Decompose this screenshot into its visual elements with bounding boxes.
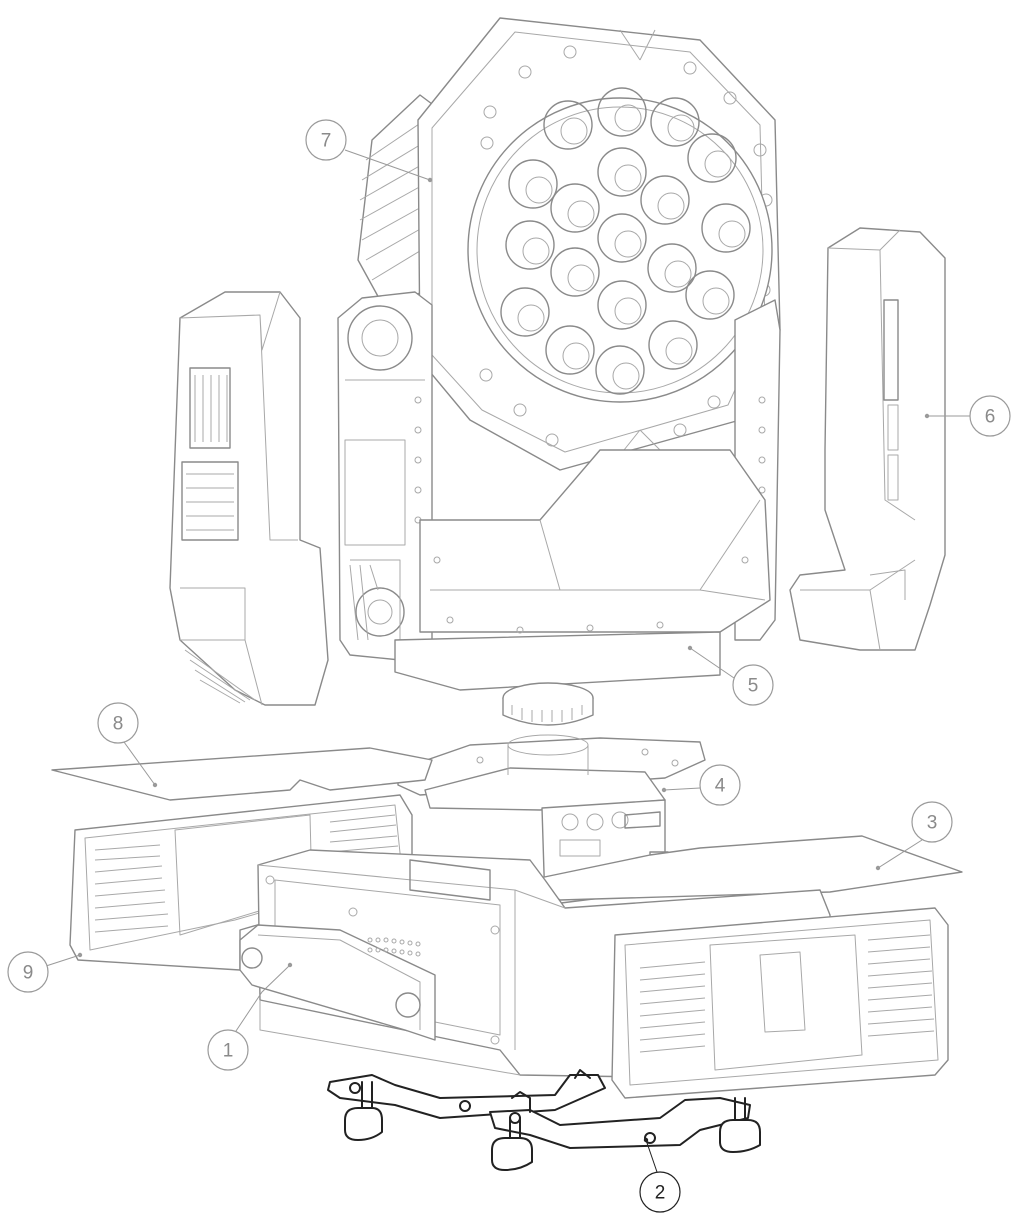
callout-6: 6 [924, 395, 1011, 437]
left-yoke-arm [337, 291, 433, 661]
callout-leader-dot [427, 177, 433, 183]
callout-number: 8 [113, 714, 124, 735]
callout-number: 3 [927, 813, 938, 834]
callout-leader-line [645, 1139, 658, 1173]
top-cover-right [529, 835, 963, 901]
callout-leader-dot [152, 782, 158, 788]
right-arm-cover [789, 227, 946, 651]
callout-leader-line [344, 149, 431, 181]
callout-leader-dot [924, 413, 930, 419]
callout-leader-dot [287, 962, 293, 968]
callout-leader-line [235, 964, 291, 1032]
callout-leader-dot [661, 787, 667, 793]
callout-number: 6 [985, 407, 996, 428]
yoke-tray [419, 449, 771, 633]
left-arm-cover [169, 291, 329, 706]
callout-circle [7, 951, 49, 993]
callout-number: 1 [223, 1041, 234, 1062]
callout-number: 9 [23, 963, 34, 984]
callout-leader-line [689, 647, 735, 679]
lens-plate [467, 97, 773, 403]
callout-leader-dot [875, 865, 881, 871]
base-handle [239, 924, 436, 1041]
callout-number: 5 [748, 676, 759, 697]
callout-leader-line [45, 954, 81, 967]
callout-number: 7 [321, 131, 332, 152]
omega-brackets [327, 1069, 761, 1171]
callout-5: 5 [687, 645, 774, 706]
callout-8: 8 [97, 702, 158, 788]
callout-circle [732, 664, 774, 706]
callout-4: 4 [661, 764, 741, 806]
callout-leader-line [877, 839, 923, 869]
callout-1: 1 [207, 962, 293, 1071]
callout-circle [911, 801, 953, 843]
callout-circle [305, 119, 347, 161]
callout-circle [969, 395, 1011, 437]
top-cover-left [51, 747, 433, 801]
callout-leader-line [123, 741, 156, 786]
callout-circle [97, 702, 139, 744]
callout-circle [207, 1029, 249, 1071]
callout-7: 7 [305, 119, 433, 183]
callout-leader-dot [643, 1137, 649, 1143]
callout-leader-line [663, 787, 701, 791]
callout-circle [639, 1171, 681, 1213]
callout-9: 9 [7, 951, 83, 993]
head-assembly [357, 17, 781, 471]
callout-3: 3 [875, 801, 953, 871]
callout-number: 2 [655, 1183, 666, 1204]
callout-number: 4 [715, 776, 726, 797]
callout-circle [699, 764, 741, 806]
callouts: 1 2 3 4 5 6 7 8 9 [7, 119, 1011, 1213]
right-side-panel [611, 907, 949, 1099]
callout-leader-dot [687, 645, 693, 651]
yoke-assembly [337, 291, 781, 726]
callout-2: 2 [639, 1137, 681, 1213]
callout-leader-dot [77, 952, 83, 958]
led-lens-array [500, 87, 751, 395]
